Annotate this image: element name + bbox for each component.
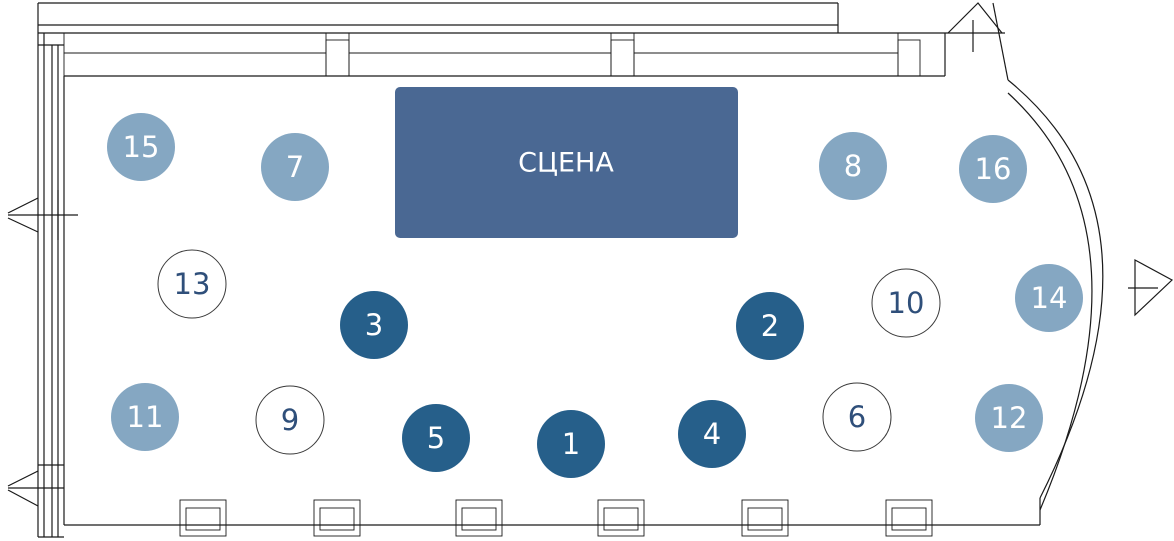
- table-circle: [871, 268, 941, 338]
- table-circle: [537, 410, 605, 478]
- table-number: 6: [848, 400, 866, 434]
- table-number: 9: [281, 403, 299, 437]
- table-6[interactable]: 6: [822, 382, 892, 452]
- table-number: 2: [761, 309, 779, 343]
- table-number: 16: [975, 152, 1012, 186]
- table-11[interactable]: 11: [111, 383, 179, 451]
- table-number: 15: [123, 130, 160, 164]
- table-1[interactable]: 1: [537, 410, 605, 478]
- table-circle: [1015, 264, 1083, 332]
- table-number: 11: [127, 400, 164, 434]
- table-number: 7: [286, 150, 304, 184]
- table-12[interactable]: 12: [975, 384, 1043, 452]
- table-5[interactable]: 5: [402, 404, 470, 472]
- table-number: 10: [888, 286, 925, 320]
- table-15[interactable]: 15: [107, 113, 175, 181]
- table-circle: [822, 382, 892, 452]
- table-8[interactable]: 8: [819, 132, 887, 200]
- table-circle: [111, 383, 179, 451]
- table-circle: [975, 384, 1043, 452]
- table-7[interactable]: 7: [261, 133, 329, 201]
- table-circle: [255, 385, 325, 455]
- table-circle: [736, 292, 804, 360]
- stage-label: СЦЕНА: [518, 148, 614, 179]
- table-number: 13: [174, 267, 211, 301]
- table-4[interactable]: 4: [678, 400, 746, 468]
- table-3[interactable]: 3: [340, 291, 408, 359]
- radiators: [179, 499, 933, 537]
- table-9[interactable]: 9: [255, 385, 325, 455]
- table-16[interactable]: 16: [959, 135, 1027, 203]
- table-circle: [157, 249, 227, 319]
- table-circle: [678, 400, 746, 468]
- table-14[interactable]: 14: [1015, 264, 1083, 332]
- table-circle: [402, 404, 470, 472]
- walls: [7, 2, 1174, 538]
- table-circle: [340, 291, 408, 359]
- table-number: 5: [427, 421, 445, 455]
- table-number: 4: [703, 417, 721, 451]
- table-2[interactable]: 2: [736, 292, 804, 360]
- table-circle: [819, 132, 887, 200]
- table-number: 8: [844, 149, 862, 183]
- stage-rect: [395, 87, 738, 238]
- table-circle: [107, 113, 175, 181]
- table-number: 12: [991, 401, 1028, 435]
- table-number: 1: [562, 427, 580, 461]
- table-13[interactable]: 13: [157, 249, 227, 319]
- stage: СЦЕНА: [395, 87, 738, 238]
- table-10[interactable]: 10: [871, 268, 941, 338]
- table-number: 14: [1031, 281, 1068, 315]
- table-circle: [959, 135, 1027, 203]
- table-number: 3: [365, 308, 383, 342]
- table-circle: [261, 133, 329, 201]
